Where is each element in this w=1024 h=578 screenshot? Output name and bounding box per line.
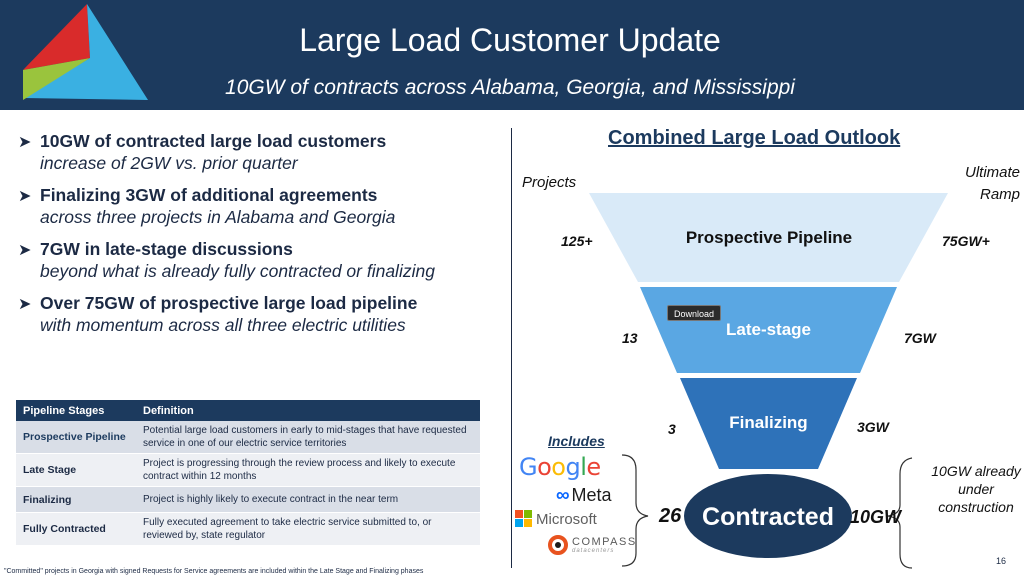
bullet-item: ➤ 10GW of contracted large load customer…	[14, 130, 494, 174]
projects-count-contracted: 26	[659, 505, 682, 527]
table-row: Fully Contracted Fully executed agreemen…	[16, 512, 480, 546]
tier-label-late-stage: Late-stage	[725, 320, 812, 339]
page-title: Large Load Customer Update	[299, 22, 721, 58]
ramp-prospective: 75GW+	[942, 233, 990, 249]
projects-count-finalizing: 3	[668, 421, 676, 437]
table-header-row: Pipeline Stages Definition	[16, 400, 480, 421]
definition-cell: Fully executed agreement to take electri…	[136, 512, 480, 546]
bullet-item: ➤ Finalizing 3GW of additional agreement…	[14, 184, 494, 228]
bullet-detail: increase of 2GW vs. prior quarter	[40, 153, 298, 173]
key-points-list: ➤ 10GW of contracted large load customer…	[14, 130, 494, 346]
footnote: "Committed" projects in Georgia with sig…	[4, 568, 424, 575]
projects-count-late-stage: 13	[622, 330, 638, 346]
tier-label-contracted: Contracted	[702, 503, 834, 531]
table-row: Prospective Pipeline Potential large loa…	[16, 421, 480, 454]
bullet-item: ➤ Over 75GW of prospective large load pi…	[14, 292, 494, 336]
stage-cell: Fully Contracted	[16, 512, 136, 546]
arrow-bullet-icon: ➤	[18, 242, 32, 259]
bullet-detail: across three projects in Alabama and Geo…	[40, 207, 396, 227]
google-logo: Google	[519, 453, 601, 481]
bullet-detail: beyond what is already fully contracted …	[40, 261, 435, 281]
compass-wordmark: COMPASS	[572, 536, 637, 548]
pipeline-stages-table: Pipeline Stages Definition Prospective P…	[16, 400, 480, 546]
construction-note: 10GW already under construction	[931, 463, 1021, 515]
microsoft-wordmark: Microsoft	[536, 511, 597, 528]
meta-infinity-icon: ∞	[556, 485, 570, 506]
ramp-finalizing: 3GW	[857, 419, 889, 435]
ramp-contracted: 10GW	[850, 507, 902, 527]
bullet-item: ➤ 7GW in late-stage discussions beyond w…	[14, 238, 494, 282]
arrow-bullet-icon: ➤	[18, 296, 32, 313]
microsoft-logo: Microsoft	[515, 510, 597, 528]
arrow-bullet-icon: ➤	[18, 188, 32, 205]
meta-wordmark: Meta	[571, 485, 612, 505]
download-button[interactable]: Download	[667, 305, 721, 321]
compass-ring-icon	[548, 535, 568, 555]
compass-tagline: datacenters	[572, 548, 615, 554]
stage-cell: Prospective Pipeline	[16, 421, 136, 454]
definition-cell: Project is progressing through the revie…	[136, 453, 480, 487]
bullet-detail: with momentum across all three electric …	[40, 315, 406, 335]
column-header-definition: Definition	[136, 400, 480, 421]
column-header-stage: Pipeline Stages	[16, 400, 136, 421]
outlook-title: Combined Large Load Outlook	[608, 127, 901, 149]
page-subtitle: 10GW of contracts across Alabama, Georgi…	[225, 76, 795, 99]
projects-column-label: Projects	[522, 174, 577, 191]
definition-cell: Potential large load customers in early …	[136, 421, 480, 454]
table-row: Late Stage Project is progressing throug…	[16, 453, 480, 487]
ramp-late-stage: 7GW	[904, 330, 936, 346]
company-logo	[23, 4, 148, 100]
header-bar: Large Load Customer Update 10GW of contr…	[0, 0, 1024, 110]
ultimate-ramp-label: Ultimate Ramp	[964, 164, 1020, 203]
bullet-headline: Finalizing 3GW of additional agreements	[40, 185, 378, 205]
bullet-headline: 7GW in late-stage discussions	[40, 239, 293, 259]
table-row: Finalizing Project is highly likely to e…	[16, 486, 480, 513]
arrow-bullet-icon: ➤	[18, 134, 32, 151]
microsoft-squares-icon	[515, 510, 532, 527]
definition-cell: Project is highly likely to execute cont…	[136, 486, 480, 513]
projects-count-prospective: 125+	[561, 233, 593, 249]
includes-label: Includes	[548, 433, 605, 449]
stage-cell: Late Stage	[16, 453, 136, 487]
bullet-headline: 10GW of contracted large load customers	[40, 131, 387, 151]
vertical-divider	[511, 128, 512, 568]
stage-cell: Finalizing	[16, 486, 136, 513]
tier-label-finalizing: Finalizing	[729, 413, 808, 432]
meta-logo: ∞Meta	[556, 485, 612, 507]
page-number: 16	[996, 556, 1007, 566]
tier-label-prospective: Prospective Pipeline	[685, 228, 853, 247]
bullet-headline: Over 75GW of prospective large load pipe…	[40, 293, 418, 313]
